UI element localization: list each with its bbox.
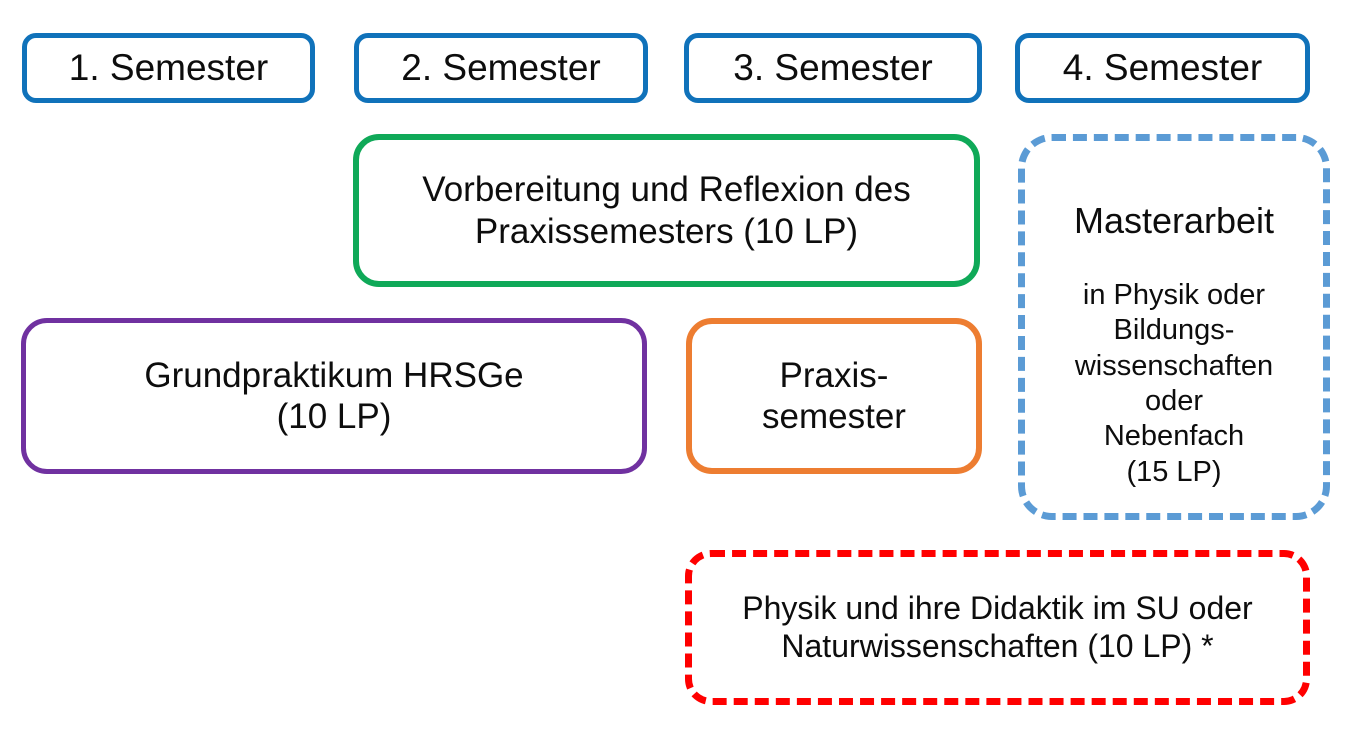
semester-header-1: 1. Semester — [22, 33, 315, 103]
module-box-masterarbeit-headline: Masterarbeit — [1073, 200, 1275, 242]
module-box-vorbereitung-reflexion: Vorbereitung und Reflexion des Praxissem… — [353, 134, 980, 287]
module-box-grundpraktikum: Grundpraktikum HRSGe (10 LP) — [21, 318, 647, 474]
module-box-praxissemester: Praxis- semester — [686, 318, 982, 474]
semester-header-4-label: 4. Semester — [1062, 47, 1263, 89]
semester-header-2-label: 2. Semester — [401, 47, 601, 89]
module-box-vorbereitung-reflexion-label: Vorbereitung und Reflexion des Praxissem… — [422, 170, 911, 251]
semester-header-3: 3. Semester — [684, 33, 982, 103]
semester-header-1-label: 1. Semester — [68, 47, 269, 89]
module-box-masterarbeit: Masterarbeit in Physik oder Bildungs- wi… — [1018, 134, 1330, 520]
module-box-praxissemester-label: Praxis- semester — [762, 355, 906, 436]
semester-header-2: 2. Semester — [354, 33, 648, 103]
semester-header-4: 4. Semester — [1015, 33, 1310, 103]
semester-header-3-label: 3. Semester — [733, 47, 933, 89]
module-box-masterarbeit-label: in Physik oder Bildungs- wissenschaften … — [1074, 278, 1274, 488]
module-box-physik-didaktik-label: Physik und ihre Didaktik im SU oder Natu… — [742, 589, 1253, 664]
module-box-grundpraktikum-label: Grundpraktikum HRSGe (10 LP) — [144, 355, 524, 436]
module-box-masterarbeit-text: Masterarbeit in Physik oder Bildungs- wi… — [1025, 164, 1323, 490]
module-box-physik-didaktik: Physik und ihre Didaktik im SU oder Natu… — [685, 550, 1310, 705]
